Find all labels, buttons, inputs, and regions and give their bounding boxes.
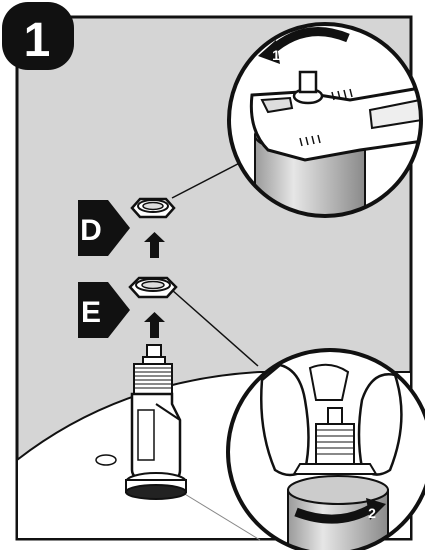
zoom-circle-bottom: 2 (228, 350, 425, 550)
nut-e (130, 278, 176, 297)
deck-hole (96, 455, 116, 465)
step-badge: 1 (2, 2, 74, 70)
callout-1: 1 (272, 47, 280, 63)
label-e-text: E (81, 296, 101, 329)
nut-d (132, 199, 174, 217)
step-number: 1 (24, 14, 51, 67)
callout-2: 2 (368, 505, 376, 521)
label-d-text: D (80, 214, 102, 247)
